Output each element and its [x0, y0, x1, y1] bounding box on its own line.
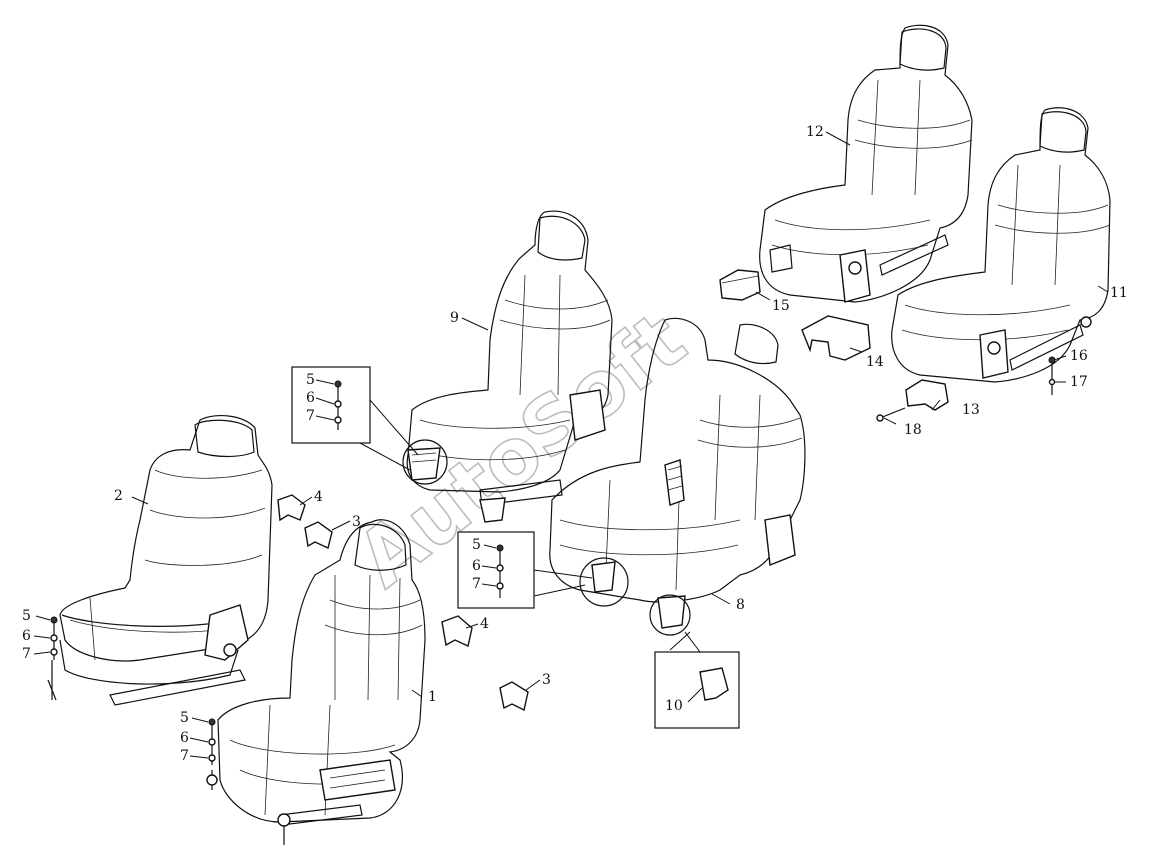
callout-6-box-upper: 6 [306, 390, 315, 406]
callout-5-box-upper: 5 [306, 372, 315, 388]
detail-box-middle [457, 531, 629, 609]
detail-box-part-10 [649, 594, 740, 729]
leader-lines [33, 131, 1109, 759]
callout-9: 9 [450, 310, 459, 326]
callout-7-seat-2: 7 [22, 646, 31, 662]
callout-5-seat-2: 5 [22, 608, 31, 624]
highlight-circle-seat-9 [402, 439, 448, 485]
seat-11 [891, 107, 1111, 383]
part-3-upper [304, 521, 333, 549]
seat-9 [406, 210, 613, 523]
callout-6-box-middle: 6 [472, 558, 481, 574]
callout-4-upper: 4 [314, 489, 323, 505]
callout-13: 13 [962, 402, 980, 418]
callout-6-seat-2: 6 [22, 628, 31, 644]
callout-12: 12 [806, 124, 824, 140]
bolt-stack-seat-1 [208, 718, 216, 765]
callout-15: 15 [772, 298, 790, 314]
callout-7-seat-1: 7 [180, 748, 189, 764]
part-14 [801, 315, 871, 361]
callout-14: 14 [866, 354, 884, 370]
part-4-lower [441, 615, 473, 647]
part-15 [719, 269, 761, 301]
callout-3-lower: 3 [542, 672, 551, 688]
callout-3-upper: 3 [352, 514, 361, 530]
callout-16: 16 [1070, 348, 1088, 364]
callout-5-seat-1: 5 [180, 710, 189, 726]
part-16-17 [1048, 356, 1056, 395]
callout-7-box-middle: 7 [472, 576, 481, 592]
callout-17: 17 [1070, 374, 1088, 390]
part-13 [905, 379, 949, 411]
seat-2 [47, 414, 273, 706]
callout-8: 8 [736, 597, 745, 613]
callout-10: 10 [665, 698, 683, 714]
callout-6-seat-1: 6 [180, 730, 189, 746]
part-4-upper [277, 494, 306, 522]
watermark-text: AutoSoft [341, 295, 702, 605]
part-3-lower [499, 681, 529, 712]
callout-18: 18 [904, 422, 922, 438]
callout-1: 1 [428, 689, 437, 705]
callout-7-box-upper: 7 [306, 408, 315, 424]
seat-8 [549, 317, 806, 629]
bolt-stack-seat-2 [50, 616, 58, 660]
seat-1 [206, 519, 426, 845]
callout-11: 11 [1110, 285, 1128, 301]
part-18 [876, 407, 906, 422]
callout-4-lower: 4 [480, 616, 489, 632]
callout-2: 2 [114, 488, 123, 504]
callout-labels: 2 1 3 4 4 3 5 6 7 5 6 7 5 6 7 5 6 7 8 9 … [22, 124, 1128, 764]
callout-5-box-middle: 5 [472, 537, 481, 553]
seat-12 [759, 24, 973, 303]
